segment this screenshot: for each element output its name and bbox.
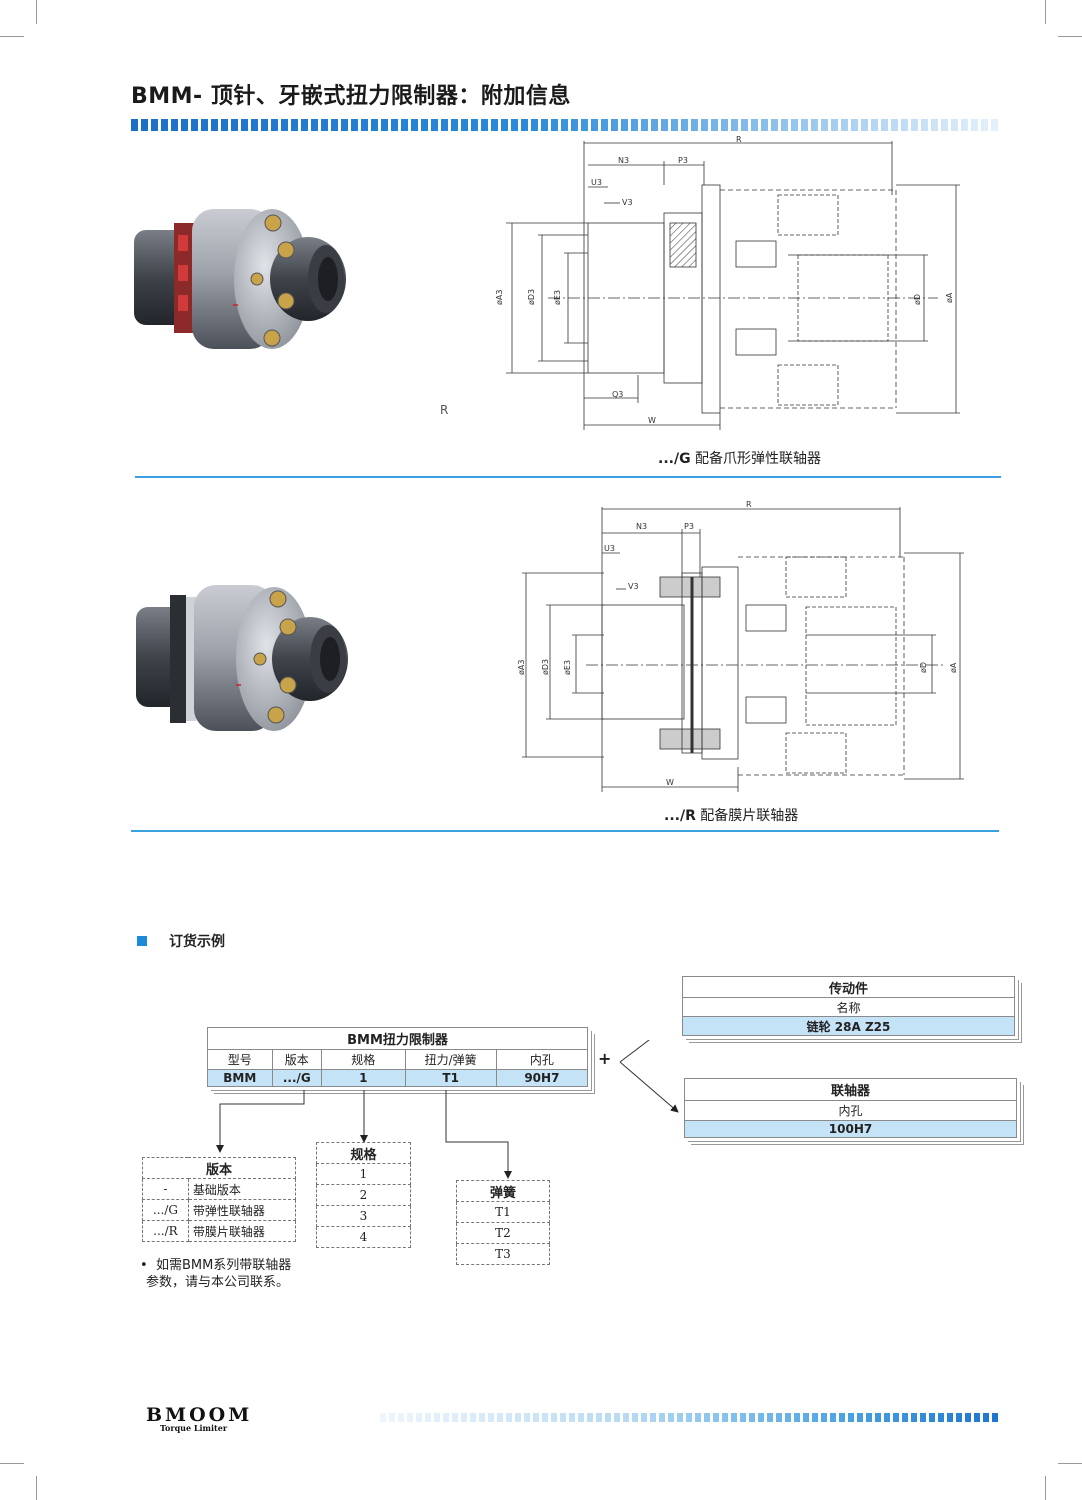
plus-sign: + (598, 1049, 612, 1068)
version-code: .../G (142, 1199, 189, 1221)
dim-u3: U3 (591, 178, 602, 187)
drawing-r: R N3 P3 U3 V3 øA3 øD3 øE3 øD øA W (517, 500, 964, 792)
version-code: .../R (142, 1220, 189, 1242)
coupling-table: 联轴器 内孔 100H7 (684, 1077, 1017, 1138)
dim-e3: øE3 (553, 290, 562, 305)
header-torque-spring: 扭力/弹簧 (404, 1049, 497, 1071)
drive-table-value: 链轮 28A Z25 (682, 1016, 1015, 1036)
separator-1 (135, 476, 1001, 478)
drive-element-table: 传动件 名称 链轮 28A Z25 (682, 975, 1015, 1036)
drive-table-header: 名称 (682, 997, 1015, 1018)
dim-n3: N3 (618, 156, 629, 165)
figure1-caption: .../G 配备爪形弹性联轴器 (658, 451, 822, 467)
coupling-table-value: 100H7 (684, 1120, 1017, 1138)
value-model: BMM (207, 1069, 273, 1087)
drawing-g: R N3 P3 U3 V3 øA3 øD3 øE3 øD øA Q3 W (495, 135, 960, 430)
footer-dash-bar (380, 1413, 1000, 1422)
header-bore: 内孔 (495, 1049, 589, 1071)
spring-table: 弹簧 T1 T2 T3 (456, 1180, 550, 1265)
spring-value: T3 (456, 1243, 550, 1265)
dim-r: R (736, 135, 742, 144)
spring-value: T2 (456, 1222, 550, 1244)
bullet-dot-icon: • (140, 1258, 156, 1273)
dim-d: øD (919, 662, 928, 673)
value-size: 1 (320, 1069, 406, 1087)
page-title: BMM- 顶针、牙嵌式扭力限制器：附加信息 (131, 84, 571, 109)
size-value: 4 (316, 1226, 411, 1248)
spring-table-title: 弹簧 (456, 1180, 550, 1202)
coupling-r-render (136, 585, 348, 731)
connector-arrows (216, 1040, 679, 1179)
size-value: 2 (316, 1184, 411, 1206)
header-version: 版本 (271, 1049, 322, 1071)
dim-v3: V3 (622, 198, 633, 207)
main-order-table: BMM扭力限制器 型号 版本 规格 扭力/弹簧 内孔 BMM .../G 1 T… (207, 1026, 589, 1087)
version-table-title: 版本 (142, 1157, 296, 1179)
dim-q3: Q3 (612, 390, 623, 399)
contact-note: • 如需BMM系列带联轴器 参数，请与本公司联系。 (140, 1258, 292, 1290)
dim-n3: N3 (636, 522, 647, 531)
version-name: 带弹性联轴器 (187, 1199, 297, 1221)
version-name: 基础版本 (187, 1178, 297, 1200)
dim-a: øA (945, 292, 954, 303)
size-value: 1 (316, 1163, 411, 1185)
order-section-heading: 订货示例 (137, 931, 225, 951)
header-model: 型号 (207, 1049, 273, 1071)
separator-2 (131, 830, 999, 832)
size-value: 3 (316, 1205, 411, 1227)
dim-p3: P3 (684, 522, 694, 531)
coupling-table-title: 联轴器 (684, 1077, 1017, 1102)
version-name: 带膜片联轴器 (187, 1220, 297, 1242)
figure2-caption: .../R 配备膜片联轴器 (664, 808, 799, 824)
coupling-table-header: 内孔 (684, 1100, 1017, 1122)
drive-table-title: 传动件 (682, 975, 1015, 999)
dim-w: W (666, 778, 674, 787)
dim-d: øD (913, 294, 922, 305)
value-bore: 90H7 (495, 1069, 589, 1087)
dim-v3: V3 (628, 582, 639, 591)
dim-r: R (746, 500, 752, 509)
version-code: - (142, 1178, 189, 1200)
main-table-title: BMM扭力限制器 (207, 1026, 588, 1051)
dim-w: W (648, 416, 656, 425)
spring-value: T1 (456, 1201, 550, 1223)
dim-d3: øD3 (527, 289, 536, 305)
coupling-g-render (134, 209, 346, 349)
dim-e3: øE3 (563, 660, 572, 675)
dim-a3: øA3 (517, 660, 526, 675)
dim-a3: øA3 (495, 290, 504, 305)
dim-a: øA (949, 662, 958, 673)
dim-p3: P3 (678, 156, 688, 165)
dim-d3: øD3 (541, 659, 550, 675)
bullet-square-icon (137, 936, 147, 946)
dim-u3: U3 (604, 544, 615, 553)
title-dash-bar (131, 119, 1001, 131)
figure1-r-mark: R (440, 403, 449, 417)
brand-logo: BMOOM Torque Limiter (146, 1404, 253, 1433)
size-table: 规格 1 2 3 4 (316, 1142, 411, 1248)
size-table-title: 规格 (316, 1142, 411, 1164)
value-version: .../G (271, 1069, 322, 1087)
